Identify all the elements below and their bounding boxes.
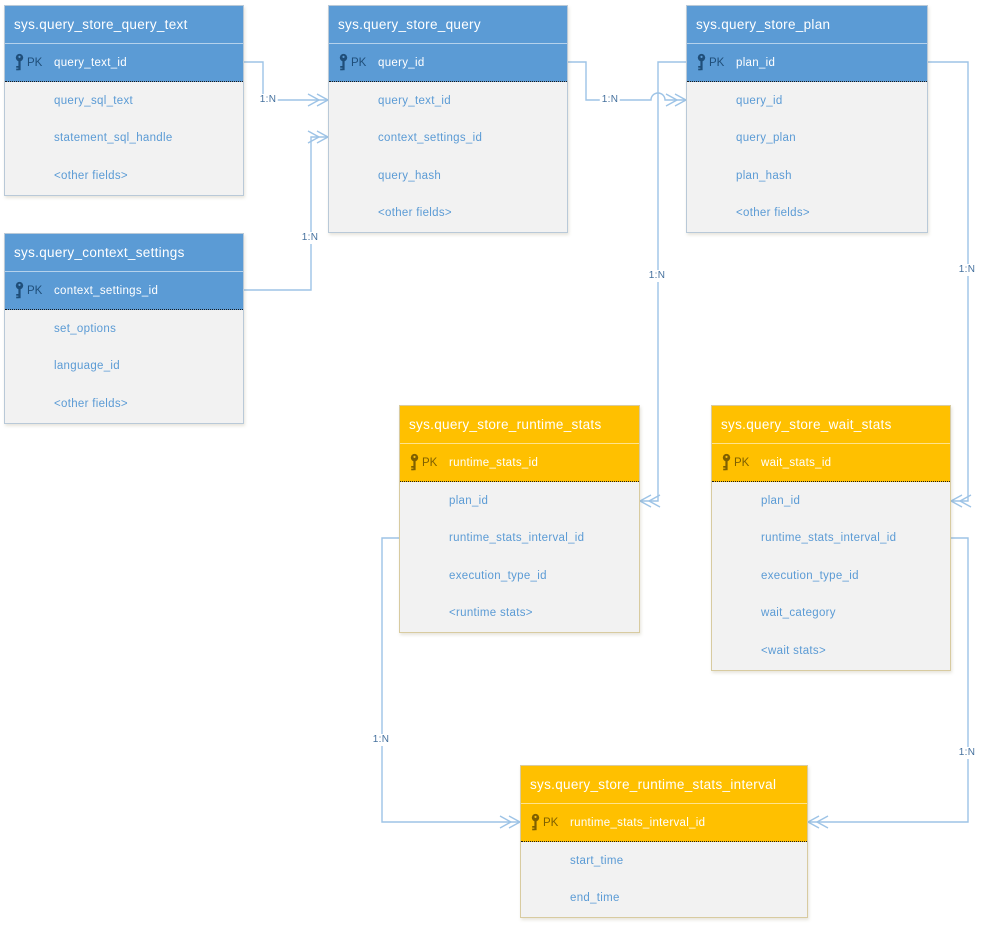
field-row: wait_category bbox=[761, 607, 836, 620]
pk-label: PK bbox=[709, 56, 725, 69]
connector-query-plan bbox=[568, 61, 685, 101]
pk-label: PK bbox=[27, 56, 43, 69]
pk-row: PK query_text_id bbox=[5, 44, 243, 82]
field-row: runtime_stats_interval_id bbox=[761, 532, 897, 545]
key-icon bbox=[13, 53, 26, 73]
key-icon bbox=[529, 813, 542, 833]
cardinality-label: 1:N bbox=[599, 94, 621, 106]
field-row: end_time bbox=[570, 892, 620, 905]
key-icon bbox=[695, 53, 708, 73]
arrow-many-icon bbox=[647, 494, 661, 508]
table-query-store-plan: sys.query_store_plan PK plan_id query_id… bbox=[686, 5, 928, 233]
table-query-store-wait-stats: sys.query_store_wait_stats PK wait_stats… bbox=[711, 405, 951, 671]
pk-field-name: runtime_stats_interval_id bbox=[570, 816, 706, 829]
pk-field-name: query_id bbox=[378, 56, 425, 69]
arrow-many-icon bbox=[665, 93, 679, 107]
table-query-store-query-text: sys.query_store_query_text PK query_text… bbox=[4, 5, 244, 196]
field-row: query_hash bbox=[378, 169, 442, 182]
arrow-many-icon bbox=[949, 494, 963, 508]
field-row: statement_sql_handle bbox=[54, 132, 173, 145]
field-row: plan_id bbox=[761, 494, 801, 507]
field-row: <other fields> bbox=[54, 169, 128, 182]
arrow-many-icon bbox=[316, 130, 330, 144]
pk-row: PK context_settings_id bbox=[5, 272, 243, 310]
field-row: query_plan bbox=[736, 132, 796, 145]
field-row: set_options bbox=[54, 322, 117, 335]
pk-row: PK runtime_stats_id bbox=[400, 444, 639, 482]
field-row: <wait stats> bbox=[761, 644, 826, 657]
table-title: sys.query_store_query bbox=[329, 6, 567, 44]
cardinality-label: 1:N bbox=[646, 270, 668, 282]
field-row: runtime_stats_interval_id bbox=[449, 532, 585, 545]
arrow-many-icon bbox=[508, 815, 522, 829]
arrow-many-icon bbox=[806, 815, 820, 829]
pk-label: PK bbox=[422, 456, 438, 469]
arrow-many-icon bbox=[307, 130, 321, 144]
connector-context-query bbox=[244, 136, 327, 291]
pk-row: PK query_id bbox=[329, 44, 567, 82]
table-title: sys.query_store_runtime_stats_interval bbox=[521, 766, 807, 804]
table-query-store-runtime-stats-interval: sys.query_store_runtime_stats_interval P… bbox=[520, 765, 808, 918]
cardinality-label: 1:N bbox=[956, 264, 978, 276]
field-row: query_id bbox=[736, 94, 783, 107]
field-row: query_text_id bbox=[378, 94, 451, 107]
arrow-many-icon bbox=[499, 815, 513, 829]
table-title: sys.query_store_plan bbox=[687, 6, 927, 44]
pk-field-name: wait_stats_id bbox=[761, 456, 832, 469]
field-row: start_time bbox=[570, 854, 624, 867]
pk-field-name: plan_id bbox=[736, 56, 776, 69]
key-icon bbox=[720, 453, 733, 473]
pk-field-name: runtime_stats_id bbox=[449, 456, 539, 469]
arrow-many-icon bbox=[316, 93, 330, 107]
connector-querytext-query bbox=[244, 61, 327, 101]
key-icon bbox=[13, 281, 26, 301]
arrow-many-icon bbox=[815, 815, 829, 829]
table-query-context-settings: sys.query_context_settings PK context_se… bbox=[4, 233, 244, 424]
pk-field-name: context_settings_id bbox=[54, 284, 159, 297]
field-row: plan_hash bbox=[736, 169, 792, 182]
field-row: context_settings_id bbox=[378, 132, 483, 145]
field-row: <runtime stats> bbox=[449, 607, 533, 620]
pk-field-name: query_text_id bbox=[54, 56, 127, 69]
field-row: <other fields> bbox=[54, 397, 128, 410]
key-icon bbox=[337, 53, 350, 73]
table-title: sys.query_context_settings bbox=[5, 234, 243, 272]
pk-row: PK plan_id bbox=[687, 44, 927, 82]
field-row: execution_type_id bbox=[761, 569, 859, 582]
arrow-many-icon bbox=[674, 93, 688, 107]
pk-row: PK wait_stats_id bbox=[712, 444, 950, 482]
table-title: sys.query_store_runtime_stats bbox=[400, 406, 639, 444]
cardinality-label: 1:N bbox=[299, 232, 321, 244]
arrow-many-icon bbox=[638, 494, 652, 508]
table-title: sys.query_store_wait_stats bbox=[712, 406, 950, 444]
arrow-many-icon bbox=[958, 494, 972, 508]
field-row: <other fields> bbox=[736, 207, 810, 220]
arrow-many-icon bbox=[307, 93, 321, 107]
field-row: query_sql_text bbox=[54, 94, 133, 107]
pk-label: PK bbox=[351, 56, 367, 69]
key-icon bbox=[408, 453, 421, 473]
field-row: plan_id bbox=[449, 494, 489, 507]
pk-label: PK bbox=[27, 284, 43, 297]
table-query-store-runtime-stats: sys.query_store_runtime_stats PK runtime… bbox=[399, 405, 640, 633]
table-query-store-query: sys.query_store_query PK query_id query_… bbox=[328, 5, 568, 233]
pk-row: PK runtime_stats_interval_id bbox=[521, 804, 807, 842]
cardinality-label: 1:N bbox=[257, 94, 279, 106]
pk-label: PK bbox=[734, 456, 750, 469]
pk-label: PK bbox=[543, 816, 559, 829]
field-row: execution_type_id bbox=[449, 569, 547, 582]
field-row: <other fields> bbox=[378, 207, 452, 220]
cardinality-label: 1:N bbox=[370, 734, 392, 746]
table-title: sys.query_store_query_text bbox=[5, 6, 243, 44]
cardinality-label: 1:N bbox=[956, 747, 978, 759]
field-row: language_id bbox=[54, 360, 120, 373]
